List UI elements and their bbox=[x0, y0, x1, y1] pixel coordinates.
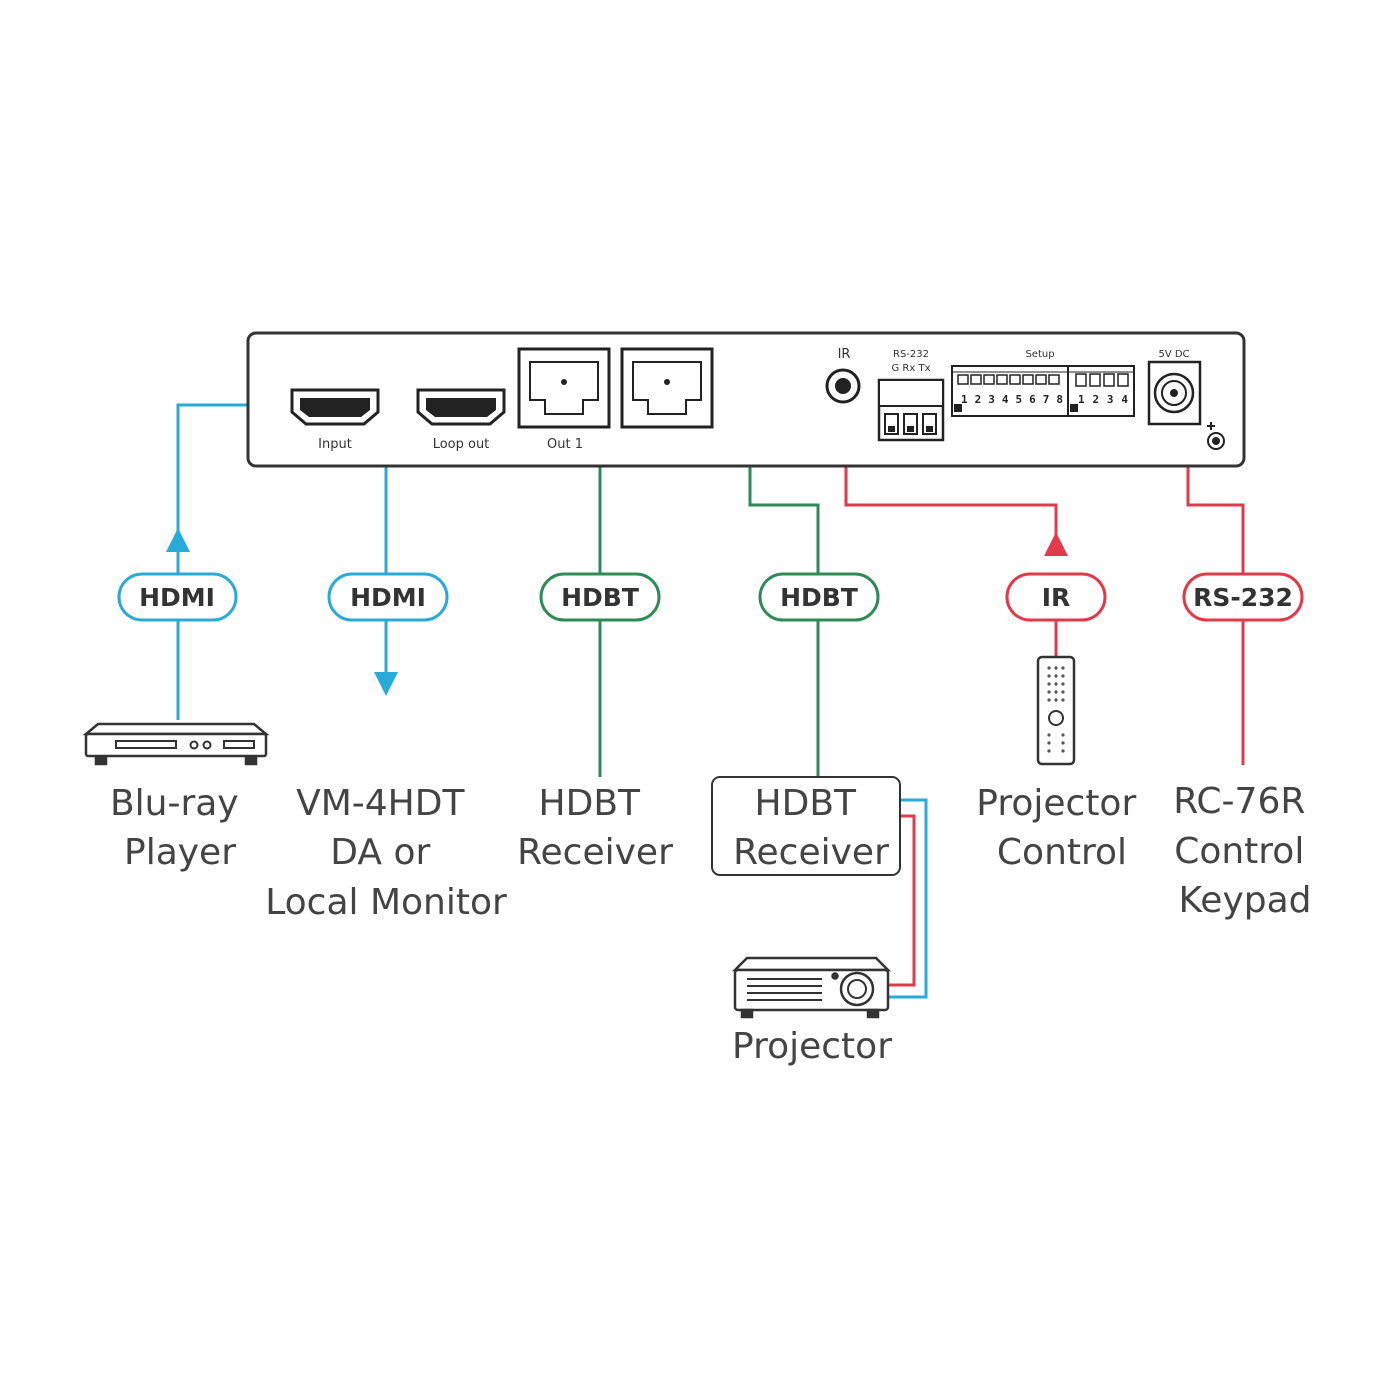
out1-port-label: Out 1 bbox=[547, 437, 583, 452]
badge-hdbt-2: HDBT bbox=[758, 572, 880, 622]
hdmi-input-arrow bbox=[166, 528, 190, 552]
hdmi-loop-arrow bbox=[374, 672, 398, 696]
dip-switch-toggles bbox=[957, 373, 1129, 387]
label-projector-control: Projector Control bbox=[976, 783, 1147, 873]
loop-out-port-label: Loop out bbox=[433, 437, 490, 452]
dip-switch-bank-icon[interactable]: 12345678 1234 bbox=[951, 365, 1135, 417]
polarity-icon bbox=[1207, 422, 1225, 450]
label-vm4hdt: VM-4HDT DA or Local Monitor bbox=[265, 783, 507, 923]
dc-jack-icon[interactable] bbox=[1147, 360, 1202, 426]
input-port-label: Input bbox=[318, 437, 352, 452]
rs232-pins-label: G Rx Tx bbox=[892, 363, 931, 374]
svg-text:HDMI: HDMI bbox=[350, 583, 426, 612]
device-rear-panel: Input Loop out Out 1 IR RS-232 G Rx Tx bbox=[246, 331, 1246, 468]
hdbt-receiver-2-box bbox=[711, 776, 901, 876]
rj45-out2-port-icon[interactable] bbox=[620, 347, 714, 429]
svg-text:HDBT: HDBT bbox=[561, 583, 639, 612]
receiver-projector-rs232 bbox=[888, 814, 916, 987]
rj45-out1-port-icon[interactable] bbox=[517, 347, 611, 429]
signal-badges: HDMI HDMI HDBT HDBT IR RS-232 bbox=[117, 572, 1304, 622]
ir-arrow bbox=[1044, 532, 1068, 556]
badge-ir: IR bbox=[1005, 572, 1107, 622]
label-bluray: Blu-ray Player bbox=[110, 783, 250, 873]
setup-label: Setup bbox=[1025, 349, 1054, 360]
power-label: 5V DC bbox=[1158, 349, 1189, 360]
device-labels: Blu-ray Player VM-4HDT DA or Local Monit… bbox=[110, 781, 1317, 1067]
badge-hdmi-loop: HDMI bbox=[327, 572, 449, 622]
hdmi-loop-out-port-icon[interactable] bbox=[416, 388, 506, 426]
projector-icon bbox=[731, 956, 892, 1019]
svg-text:IR: IR bbox=[1042, 583, 1071, 612]
hdmi-input-port-icon[interactable] bbox=[290, 388, 380, 426]
badge-hdbt-1: HDBT bbox=[539, 572, 661, 622]
badge-hdmi-input: HDMI bbox=[117, 572, 238, 622]
label-hdbt-receiver-2: HDBT Receiver bbox=[733, 783, 889, 873]
label-rc76r: RC-76R Control Keypad bbox=[1173, 781, 1317, 921]
badge-rs232: RS-232 bbox=[1182, 572, 1304, 622]
ir-jack-icon[interactable] bbox=[825, 368, 861, 404]
svg-text:HDBT: HDBT bbox=[780, 583, 858, 612]
svg-text:RS-232: RS-232 bbox=[1193, 583, 1293, 612]
ir-port-label: IR bbox=[838, 347, 851, 362]
label-hdbt-receiver-1: HDBT Receiver bbox=[517, 783, 673, 873]
rs232-terminal-icon[interactable] bbox=[877, 378, 945, 442]
receiver-projector-hdmi bbox=[888, 798, 928, 999]
label-projector: Projector bbox=[732, 1026, 892, 1067]
bluray-player-icon bbox=[82, 722, 270, 766]
svg-text:HDMI: HDMI bbox=[139, 583, 215, 612]
rs232-port-label: RS-232 bbox=[893, 349, 929, 360]
remote-control-icon bbox=[1036, 655, 1076, 766]
